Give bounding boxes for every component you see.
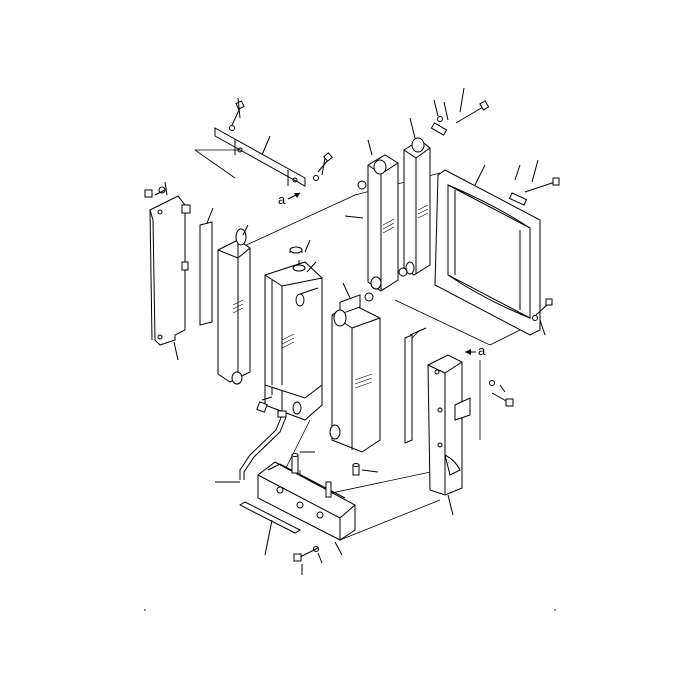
- bolt-icon: [524, 177, 560, 193]
- side-bracket-right: a: [427, 343, 514, 516]
- callout-a-left: a: [278, 192, 301, 207]
- condenser: [398, 117, 431, 277]
- hose: [215, 396, 287, 483]
- aftercooler: [329, 282, 381, 453]
- radiator-core: [264, 239, 323, 421]
- top-stay: [214, 97, 333, 187]
- rubber-strip-bottom: [238, 501, 302, 556]
- side-bracket-left: [144, 181, 191, 361]
- fuel-cooler-left: [217, 224, 251, 385]
- oil-cooler: [344, 139, 399, 302]
- callout-letter: a: [478, 343, 486, 358]
- top-right-hardware: [430, 87, 490, 136]
- bolt-icon: [293, 547, 319, 562]
- bolt-icon: [317, 152, 333, 173]
- rubber-strip-left: [199, 207, 214, 326]
- fan-shroud: [434, 159, 560, 336]
- bolt-icon: [455, 100, 490, 124]
- rubber-strip-right: [404, 327, 427, 444]
- cap-icon: [289, 246, 303, 254]
- bolt-icon: [535, 298, 553, 316]
- bottom-frame: [257, 451, 379, 541]
- bolt-icon: [231, 100, 245, 126]
- bottom-hardware: [293, 541, 343, 575]
- callout-letter: a: [278, 192, 286, 207]
- bolt-icon: [491, 392, 514, 407]
